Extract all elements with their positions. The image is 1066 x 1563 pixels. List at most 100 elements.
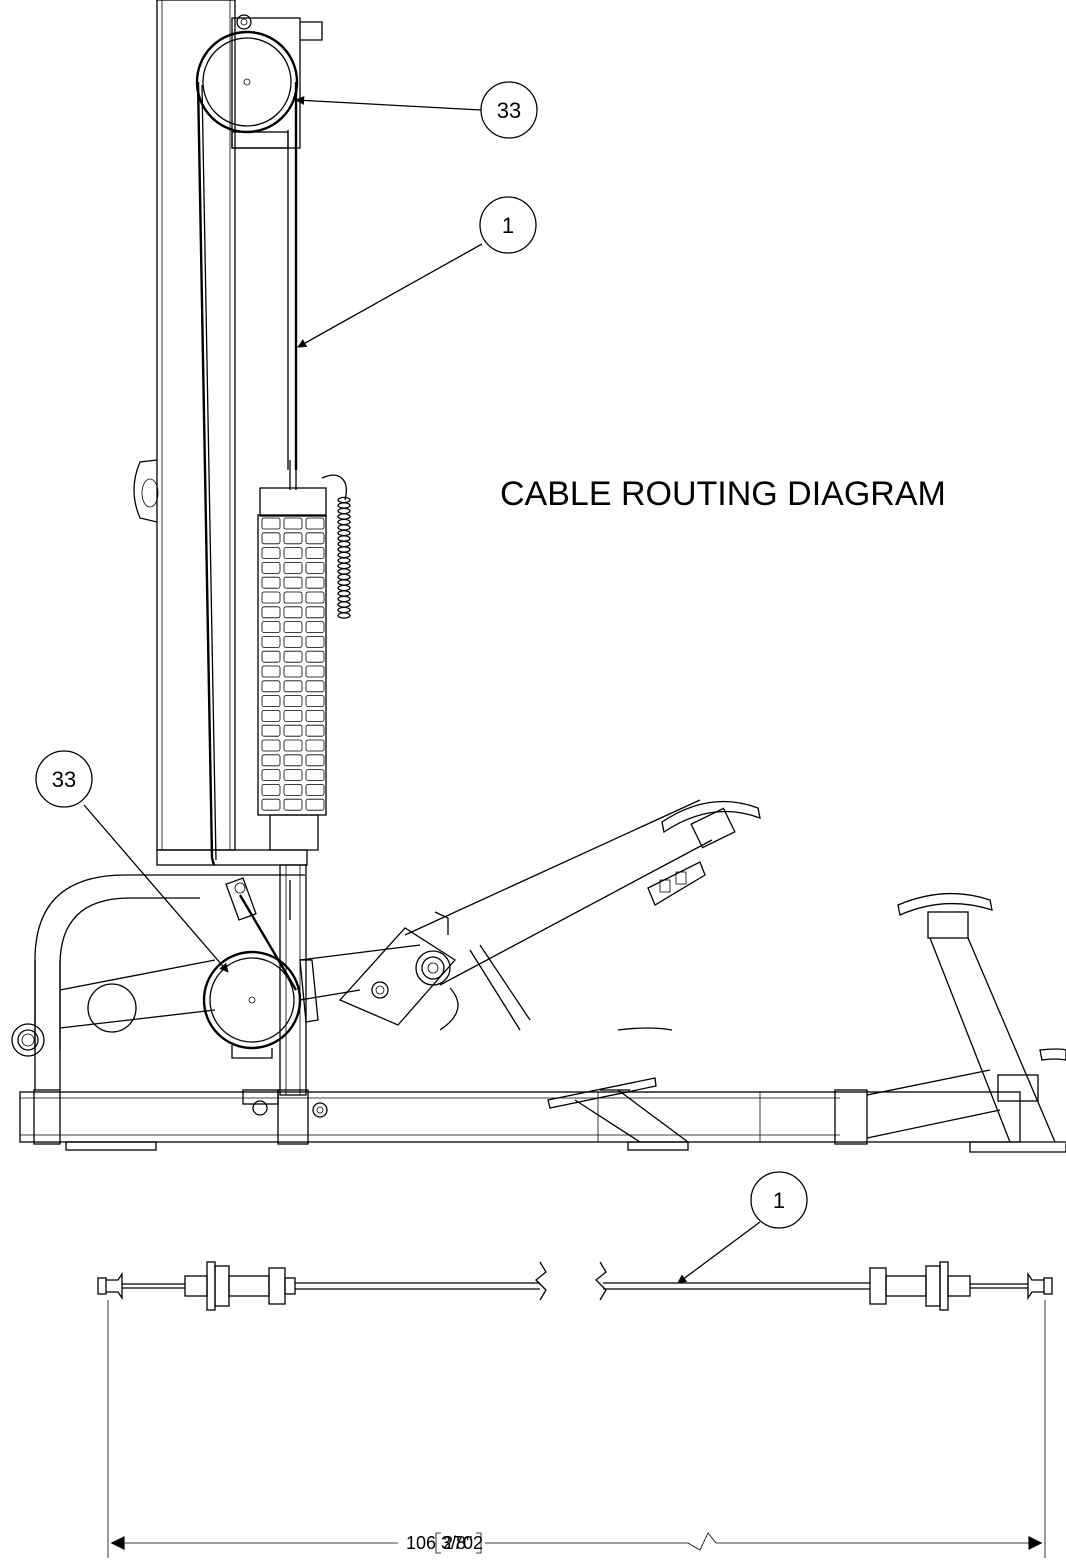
weight-plate bbox=[261, 710, 281, 722]
weight-plate bbox=[261, 517, 281, 530]
weight-plate bbox=[261, 636, 281, 648]
callout-33-upper-label: 33 bbox=[497, 98, 521, 123]
weight-plate bbox=[283, 784, 303, 796]
weight-plate bbox=[305, 591, 325, 604]
cord-coil bbox=[337, 579, 351, 586]
weight-stack bbox=[257, 460, 351, 851]
weight-plate bbox=[261, 547, 281, 559]
weight-plate bbox=[261, 606, 281, 619]
cord-coil bbox=[337, 507, 351, 515]
overall-length-dimension: 106 3/8" 2702 bbox=[107, 1300, 1046, 1558]
cord-coil bbox=[337, 584, 351, 592]
weight-plate bbox=[261, 784, 281, 796]
weight-plate bbox=[305, 665, 325, 678]
weight-plate bbox=[261, 621, 281, 633]
weight-plate bbox=[261, 562, 281, 574]
cord-coil bbox=[337, 562, 351, 570]
callout-1-detail: 1 bbox=[677, 1171, 808, 1284]
weight-plate bbox=[305, 784, 325, 796]
weight-plate bbox=[283, 710, 303, 722]
dimension-imperial: 106 3/8" bbox=[406, 1533, 472, 1553]
cord-coil bbox=[337, 518, 351, 526]
weight-plate bbox=[283, 532, 303, 545]
weight-plate bbox=[283, 606, 303, 619]
cord-coil bbox=[337, 502, 351, 509]
weight-plate bbox=[305, 724, 325, 737]
cord-coil bbox=[337, 573, 351, 581]
base-frame bbox=[11, 864, 421, 1096]
cord-coil bbox=[337, 513, 351, 520]
callout-33-lower-label: 33 bbox=[52, 767, 76, 792]
weight-plate bbox=[305, 769, 325, 781]
weight-plate bbox=[283, 665, 303, 678]
cord-coil bbox=[337, 557, 351, 564]
weight-plate bbox=[283, 636, 303, 648]
weight-plate bbox=[261, 769, 281, 781]
cord-coil bbox=[337, 551, 351, 559]
cord-coil bbox=[337, 540, 351, 548]
seat-post bbox=[547, 1027, 689, 1143]
weight-plate bbox=[283, 739, 303, 752]
weight-plate bbox=[283, 680, 303, 693]
cord-coil bbox=[337, 524, 351, 531]
weight-plate bbox=[305, 754, 325, 767]
weight-plate bbox=[261, 695, 281, 707]
weight-plate bbox=[283, 517, 303, 530]
cord-coil bbox=[337, 590, 351, 597]
weight-plate bbox=[283, 695, 303, 707]
weight-plate bbox=[261, 680, 281, 693]
weight-plate bbox=[283, 562, 303, 574]
weight-plate bbox=[305, 798, 325, 811]
leg-arm bbox=[338, 799, 761, 1031]
callout-33-upper: 33 bbox=[295, 81, 538, 139]
cord-coil bbox=[337, 535, 351, 542]
weight-plate bbox=[305, 636, 325, 648]
weight-plate bbox=[283, 621, 303, 633]
weight-plate bbox=[305, 695, 325, 707]
weight-plate bbox=[261, 532, 281, 545]
weight-plate bbox=[305, 517, 325, 530]
weight-plate bbox=[283, 798, 303, 811]
weight-plate bbox=[283, 547, 303, 559]
cable-path bbox=[196, 81, 298, 866]
weight-plate bbox=[305, 739, 325, 752]
weight-plate bbox=[305, 606, 325, 619]
cord-coil bbox=[337, 595, 351, 603]
weight-plate bbox=[283, 754, 303, 767]
weight-plate bbox=[261, 724, 281, 737]
weight-plate bbox=[283, 591, 303, 604]
weight-plate bbox=[261, 739, 281, 752]
cord-coil bbox=[337, 546, 351, 553]
weight-plate bbox=[305, 710, 325, 722]
weight-plate bbox=[261, 798, 281, 811]
cable-detail bbox=[97, 1261, 1053, 1311]
cord-coil bbox=[337, 529, 351, 537]
weight-plate bbox=[283, 650, 303, 663]
weight-plate bbox=[261, 650, 281, 663]
weight-plate bbox=[305, 680, 325, 693]
weight-plate bbox=[305, 562, 325, 574]
weight-plate bbox=[283, 724, 303, 737]
upright-column bbox=[133, 0, 323, 866]
cord-coil bbox=[337, 601, 351, 608]
base-rail bbox=[19, 1069, 1021, 1151]
upper-pulley bbox=[195, 30, 299, 149]
weight-plate bbox=[283, 576, 303, 589]
weight-plate bbox=[305, 650, 325, 663]
weight-plate bbox=[305, 576, 325, 589]
cord-coil bbox=[337, 496, 351, 504]
weight-plate bbox=[305, 547, 325, 559]
callout-33-lower: 33 bbox=[35, 750, 229, 973]
weight-plate bbox=[305, 621, 325, 633]
lower-pulley bbox=[202, 877, 319, 1059]
callout-1-top: 1 bbox=[297, 196, 537, 348]
weight-plate bbox=[261, 576, 281, 589]
cord-coil bbox=[337, 568, 351, 575]
dimension-metric: 2702 bbox=[443, 1533, 483, 1553]
callout-1-top-label: 1 bbox=[502, 213, 514, 238]
weight-plate bbox=[261, 754, 281, 767]
diagram-title: CABLE ROUTING DIAGRAM bbox=[500, 475, 946, 513]
weight-plate bbox=[283, 769, 303, 781]
callout-1-detail-label: 1 bbox=[773, 1188, 785, 1213]
